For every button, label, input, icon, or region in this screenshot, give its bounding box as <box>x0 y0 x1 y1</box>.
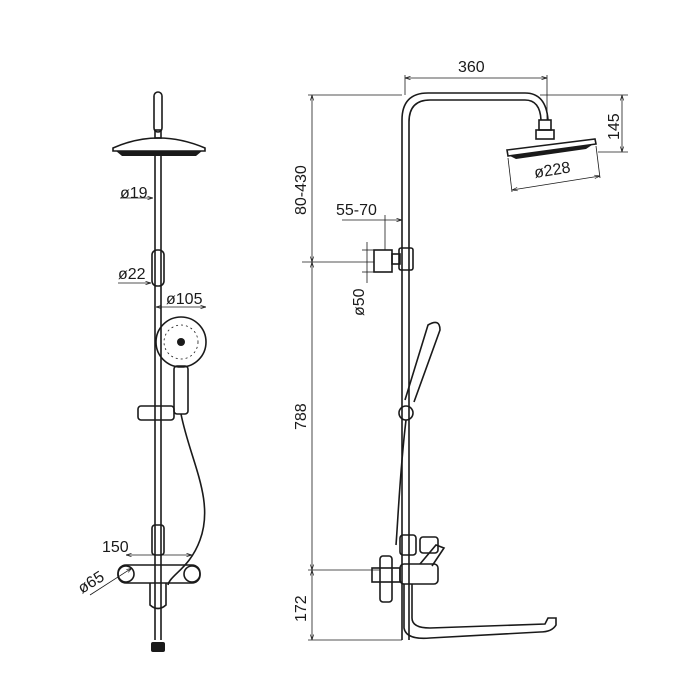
rain-shower-nozzles-side <box>510 145 592 159</box>
dim-slider-diameter: ø22 <box>118 266 146 283</box>
dim-mixer-spacing: 150 <box>102 539 129 556</box>
dim-mixer-height: 172 <box>293 595 310 622</box>
dim-hand-shower-diameter: ø105 <box>166 291 203 308</box>
hose-side <box>395 419 407 546</box>
diverter-side <box>399 534 417 556</box>
rain-shower-nozzles <box>116 151 202 156</box>
front-view: ø19 ø22 ø105 150 ø65 <box>75 91 207 652</box>
hand-shower-side <box>404 321 441 403</box>
shower-arm-inner <box>408 99 542 640</box>
spout-outlet <box>151 642 165 652</box>
shower-hose <box>167 413 206 586</box>
dim-pipe-diameter: ø19 <box>120 185 148 202</box>
diverter <box>151 524 165 556</box>
head-nut <box>535 129 555 140</box>
mixer-body-side <box>399 563 439 585</box>
dim-flange-diameter: ø65 <box>75 568 107 597</box>
hand-shower-head <box>155 316 207 368</box>
pipe-coupler <box>151 249 165 287</box>
slide-holder-side <box>398 405 414 421</box>
mixer-flange-right <box>183 565 201 583</box>
slide-holder <box>137 405 175 421</box>
mixer-eccentric <box>379 555 393 603</box>
bath-spout <box>403 584 557 640</box>
hand-shower-center <box>177 338 185 346</box>
head-joint <box>538 119 552 131</box>
shower-arm-outer <box>401 92 549 640</box>
rain-shower-head <box>112 137 206 152</box>
side-view: 360 145 ø228 80-430 788 172 55-70 ø50 <box>293 59 628 641</box>
dim-height-adjust: 80-430 <box>293 165 310 215</box>
top-pipe <box>153 91 163 133</box>
dim-wall-offset: 55-70 <box>336 202 377 219</box>
mixer-lever <box>149 583 167 610</box>
mixer-flange-left <box>117 565 135 583</box>
dim-rail-height: 788 <box>293 403 310 430</box>
hand-shower-handle <box>173 365 189 415</box>
mixer-lever-side <box>419 544 446 567</box>
dim-bracket-diameter: ø50 <box>351 288 368 316</box>
wall-bracket-clamp <box>398 247 414 271</box>
hand-shower-nozzles <box>163 324 199 360</box>
dim-head-diameter: ø228 <box>533 159 572 182</box>
dim-head-height: 145 <box>606 113 623 140</box>
wall-bracket-plate <box>373 249 393 273</box>
dim-arm-length: 360 <box>458 59 485 76</box>
rain-shower-head-side <box>506 138 597 157</box>
